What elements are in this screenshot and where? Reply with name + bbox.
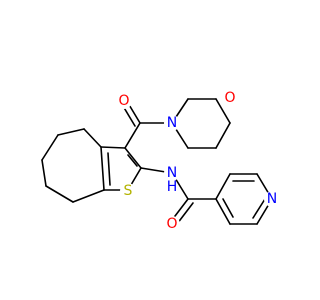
bond: [215, 198, 231, 225]
bond: [100, 146, 105, 191]
atom-label: O: [118, 93, 129, 109]
atom-o-carbonyl-bottom: O: [164, 216, 180, 232]
bond: [57, 128, 85, 136]
bond: [41, 134, 59, 161]
bond: [127, 154, 138, 167]
bond: [222, 198, 234, 218]
bond: [72, 189, 105, 203]
atom-label-layer: O N O N H S O N: [116, 90, 280, 232]
bond: [107, 152, 111, 186]
bond: [100, 146, 126, 149]
bond: [215, 173, 231, 200]
atom-label: O: [224, 90, 235, 106]
atom-o-carbonyl-top: O: [116, 93, 132, 109]
atom-label: N: [267, 191, 277, 207]
bond: [176, 202, 194, 225]
bond: [124, 147, 142, 169]
atom-s-thiophene: S: [120, 183, 136, 199]
atom-o-morpholine: O: [222, 90, 238, 106]
atom-label: N: [167, 115, 177, 131]
atom-label: S: [124, 183, 133, 199]
bond: [127, 102, 141, 124]
molecule-drawing: O N O N H S O N: [41, 90, 280, 232]
bond: [252, 198, 266, 219]
bond: [41, 159, 47, 187]
structure-canvas: O N O N H S O N: [41, 90, 280, 232]
bond: [122, 105, 136, 127]
bond: [215, 122, 231, 149]
bond: [83, 128, 102, 148]
bond: [124, 122, 141, 149]
atom-label: N: [167, 165, 177, 181]
atom-n-morpholine: N: [164, 115, 180, 131]
atom-label: O: [166, 216, 177, 232]
bond-layer: [41, 98, 273, 225]
atom-n-pyridine: N: [264, 191, 280, 207]
bond: [215, 98, 231, 124]
atom-label-h: H: [167, 179, 178, 195]
bond: [45, 185, 74, 203]
atom-n-amide: N H: [164, 165, 180, 195]
